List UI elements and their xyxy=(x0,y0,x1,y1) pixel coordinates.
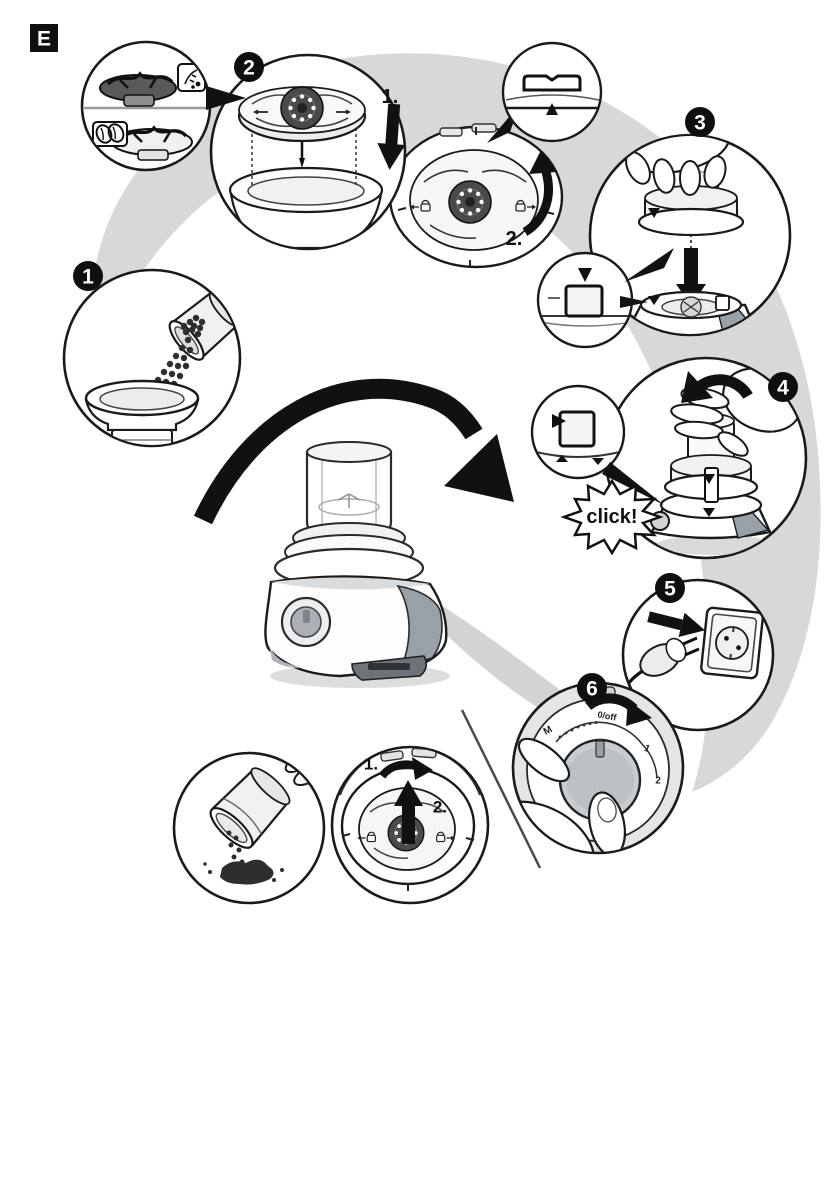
alignment-triangle-icon xyxy=(556,455,568,462)
base-lug-icon xyxy=(704,467,719,503)
svg-text:6: 6 xyxy=(586,678,598,701)
step-badge-3: 3 xyxy=(685,107,715,137)
step2-substep-2-label: 2. xyxy=(506,228,523,250)
jar xyxy=(305,450,393,534)
step-badge-4: 4 xyxy=(768,372,798,402)
plug-in-arrow-icon xyxy=(647,611,705,638)
alignment-triangle-icon xyxy=(703,474,715,484)
alignment-triangle-icon xyxy=(703,508,715,517)
base-lug-icon xyxy=(564,284,604,318)
step-badge-5: 5 xyxy=(655,573,685,603)
grinding-blade-icon xyxy=(111,125,193,161)
lid-remove-illustration xyxy=(330,745,490,905)
alignment-triangle-icon xyxy=(592,458,604,465)
herb-icon xyxy=(177,63,206,92)
step1-illustration xyxy=(62,268,242,448)
section-letter: E xyxy=(37,28,51,51)
blade-holder-icon xyxy=(237,86,367,168)
pointer-wedge xyxy=(620,296,648,308)
grounds-pile xyxy=(203,830,284,885)
pointer-wedge xyxy=(624,248,674,282)
alignment-triangle-icon xyxy=(578,268,592,282)
alignment-triangle-icon xyxy=(648,208,660,218)
blade-hub-icon xyxy=(448,180,492,224)
dial-mark-2: 2 xyxy=(655,776,661,787)
assembled-appliance xyxy=(264,441,450,688)
hand-icon xyxy=(625,136,731,196)
container-tilted-icon xyxy=(209,767,291,849)
chopping-blade-icon xyxy=(99,71,177,107)
plug-icon xyxy=(624,636,700,716)
big-arrow-icon xyxy=(193,378,514,525)
unlock-turn-arrow-icon xyxy=(378,757,433,780)
svg-text:4: 4 xyxy=(777,377,789,400)
blade-options-inset xyxy=(80,40,212,172)
svg-text:5: 5 xyxy=(664,578,676,601)
pointer-wedge xyxy=(206,86,246,110)
base-lug-icon xyxy=(715,295,730,311)
svg-text:3: 3 xyxy=(694,112,706,135)
step4-alignment-inset xyxy=(530,384,626,480)
step-badge-6: 6 xyxy=(577,673,607,703)
alignment-triangle-icon xyxy=(552,414,566,428)
remove-substep-2-label: 2. xyxy=(433,798,447,817)
lid-tab-icon xyxy=(522,74,582,92)
separator-line xyxy=(460,709,542,869)
dial-turn-arrow-icon xyxy=(584,693,652,726)
svg-text:1: 1 xyxy=(82,266,94,289)
socket-icon xyxy=(700,606,764,680)
alignment-triangle-icon xyxy=(546,103,558,115)
svg-text:2: 2 xyxy=(243,57,255,80)
step3-illustration xyxy=(588,133,792,337)
step2-illustration xyxy=(209,53,407,251)
section-label: E xyxy=(30,24,58,52)
step5-illustration xyxy=(621,578,775,732)
rotate-close-arrow-icon xyxy=(522,150,557,236)
pointer-wedge xyxy=(602,462,664,505)
pour-out-illustration xyxy=(172,751,326,905)
click-text: click! xyxy=(586,506,637,528)
dial-mark-off: 0/off xyxy=(597,709,618,722)
lid-top-view xyxy=(388,123,564,269)
click-callout: click! xyxy=(560,478,664,556)
step3-alignment-inset xyxy=(536,251,634,349)
lift-up-arrow-icon xyxy=(394,780,423,844)
remove-substep-1-label: 1. xyxy=(364,755,378,774)
step-badge-1: 1 xyxy=(73,261,103,291)
tab-detail-inset xyxy=(501,41,603,143)
twist-arrow-icon xyxy=(681,371,753,403)
base-lug-icon xyxy=(558,410,596,448)
step4-illustration xyxy=(604,356,808,560)
step2-substep-1-label: 1. xyxy=(382,86,399,108)
blade-hint-icon xyxy=(337,493,361,508)
coffee-beans-icon xyxy=(92,121,128,147)
insert-down-arrow-icon xyxy=(377,103,406,170)
hand-icon xyxy=(227,287,239,313)
dial-mark-1: 1 xyxy=(643,743,652,755)
alignment-triangle-icon xyxy=(648,296,660,305)
step-badge-2: 2 xyxy=(234,52,264,82)
